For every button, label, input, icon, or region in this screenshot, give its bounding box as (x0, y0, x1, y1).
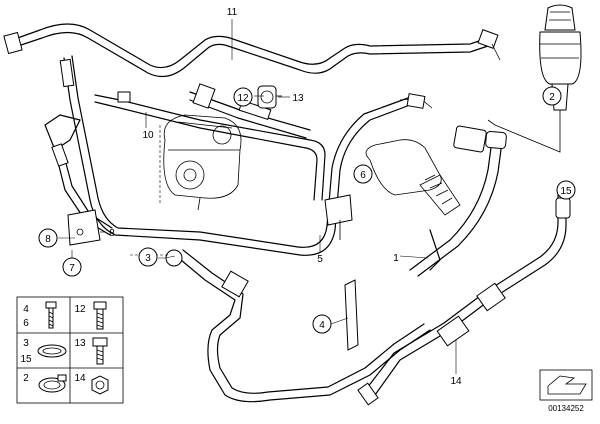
svg-text:12: 12 (237, 93, 249, 104)
worm-clamp-icon (38, 374, 67, 393)
svg-text:2: 2 (549, 92, 555, 103)
bolt-small-icon (45, 301, 57, 329)
callout-4: 4 (312, 314, 332, 334)
legend-label-6: 6 (23, 318, 29, 329)
bolt-icon (93, 301, 107, 330)
callout-2: 2 (542, 86, 562, 106)
svg-text:6: 6 (360, 170, 366, 181)
legend-label-3: 3 (23, 338, 29, 349)
callout-8-plain: 8 (109, 228, 115, 239)
bolt-washer-icon (92, 337, 108, 365)
callout-13: 13 (292, 93, 304, 104)
callout-6: 6 (353, 164, 373, 184)
pipe-holder (324, 194, 353, 240)
svg-text:8: 8 (45, 234, 51, 245)
callout-14: 14 (450, 376, 462, 387)
callout-11: 11 (227, 7, 238, 18)
support-bracket (344, 279, 359, 351)
callout-10: 10 (142, 130, 154, 141)
callout-7: 7 (62, 257, 82, 277)
hose-clamp (257, 85, 282, 109)
return-hose-top (3, 23, 501, 78)
small-parts-legend: 4 12 6 3 13 15 2 14 (16, 296, 124, 404)
callout-1: 1 (393, 253, 399, 264)
view-reference-icon (539, 369, 593, 401)
svg-text:4: 4 (319, 320, 325, 331)
cooler-return-line (357, 194, 571, 406)
oil-reservoir (487, 4, 582, 153)
diagram-reference-number: 00134252 (548, 404, 584, 413)
callout-8-circled: 8 (38, 228, 58, 248)
legend-label-12: 12 (74, 304, 86, 315)
leader-lines (58, 19, 567, 374)
legend-label-2: 2 (23, 373, 29, 384)
svg-text:7: 7 (69, 263, 75, 274)
legend-label-4: 4 (23, 304, 29, 315)
suction-hose (409, 130, 507, 277)
lower-return-hose (165, 249, 431, 403)
callout-15: 15 (556, 180, 576, 200)
steering-pump (163, 114, 242, 211)
callout-5: 5 (317, 254, 323, 265)
callout-12: 12 (233, 87, 253, 107)
legend-label-13: 13 (74, 338, 86, 349)
legend-label-14: 14 (74, 373, 86, 384)
steering-gear (365, 93, 487, 216)
legend-label-15: 15 (20, 354, 32, 365)
nut-icon (91, 375, 109, 395)
pressure-line (59, 55, 411, 256)
svg-text:3: 3 (145, 253, 151, 264)
svg-text:15: 15 (560, 186, 572, 197)
hose-clamp-icon (37, 344, 67, 358)
mounting-bracket (67, 209, 101, 246)
callout-3: 3 (138, 247, 158, 267)
